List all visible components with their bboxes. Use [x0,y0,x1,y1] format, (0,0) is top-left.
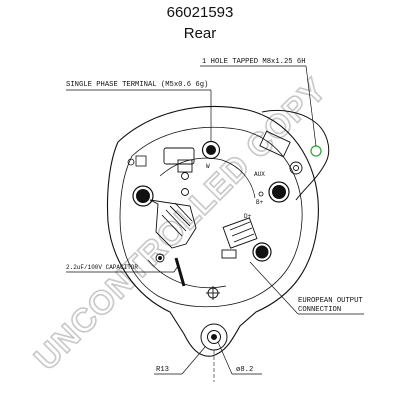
part-number: 66021593 [166,4,234,21]
european-callout-line2: CONNECTION [298,306,341,314]
small-fixings-left [155,172,189,263]
bottom-lug [200,323,228,382]
terminal-aux-label: AUX [254,171,265,178]
single-phase-callout: SINGLE PHASE TERMINAL (M5x0.6 6g) [66,81,208,89]
leader-lines [66,65,364,375]
terminal-d [252,242,272,262]
capacitor-callout: 2.2uF/100V CAPACITOR [66,264,138,271]
terminal-left [127,155,154,207]
view-label: Rear [183,25,217,42]
european-callout-line1: EUROPEAN OUTPUT [298,297,363,305]
capacitor [174,257,186,287]
radius-callout: R13 [156,366,169,374]
terminal-w: W [201,140,221,170]
cross-bolt [206,286,220,300]
terminal-b-label: B+ [256,199,264,206]
diameter-callout: ø8.2 [236,366,253,374]
watermark: UNCONTROLLED COPY [27,70,334,377]
terminal-d-label: D+ [244,213,252,220]
hole-tapped-callout: 1 HOLE TAPPED M8x1.25 6H [202,58,306,66]
european-connector: D+ [221,213,258,259]
connector-plug-top [259,130,303,175]
terminal-w-label: W [206,163,210,170]
regulator-block [149,147,197,249]
tapped-hole-marker [310,145,322,157]
terminal-aux: AUX B+ [254,171,290,206]
housing-outline [106,105,319,357]
